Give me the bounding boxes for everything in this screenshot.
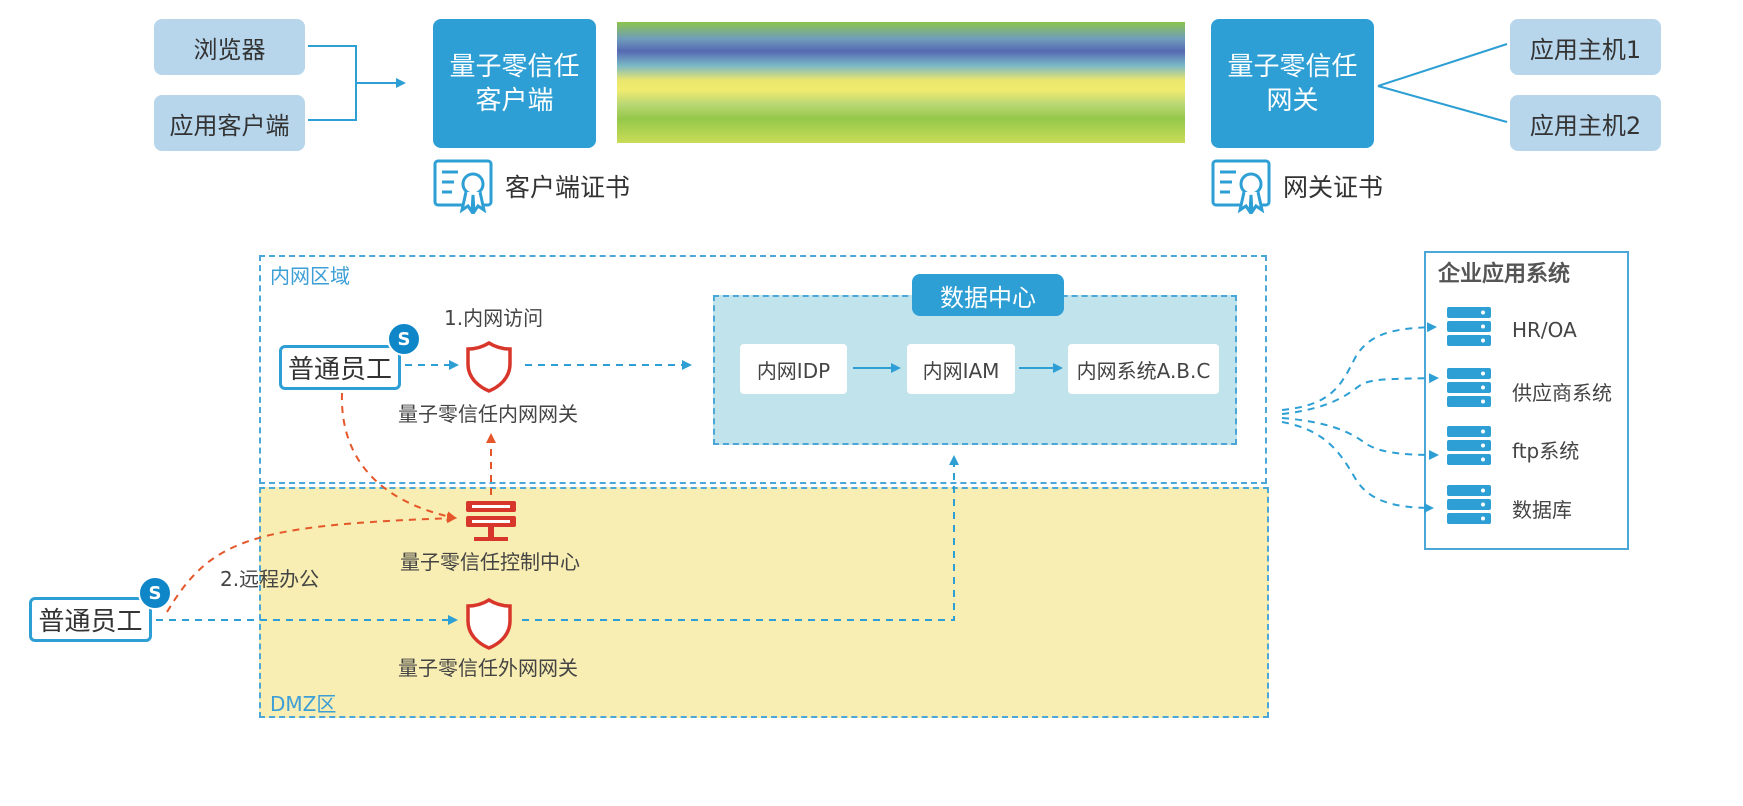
step1-label: 1.内网访问 <box>444 306 544 330</box>
employee-outer-label: 普通员工 <box>38 607 143 637</box>
system-database-label: 数据库 <box>1512 498 1572 522</box>
inner-gateway-label: 量子零信任内网网关 <box>398 402 578 426</box>
datacenter-to-hr-arrow <box>1281 322 1437 411</box>
client-box-line1: 量子零信任 <box>449 51 580 82</box>
outer-gateway-label: 量子零信任外网网关 <box>398 656 578 680</box>
control-center-label: 量子零信任控制中心 <box>400 550 580 574</box>
zero-trust-gateway-box: 量子零信任 网关 <box>1211 19 1374 148</box>
app-host-1-label: 应用主机1 <box>1529 35 1642 64</box>
dmz-zone-label: DMZ区 <box>270 692 337 716</box>
app-host-1-node: 应用主机1 <box>1510 19 1661 75</box>
server-rack-icon <box>1447 426 1491 465</box>
s-badge-letter: S <box>148 582 162 604</box>
s-badge-icon: S <box>387 322 421 356</box>
top-fanout-connector <box>1377 43 1508 123</box>
quantum-channel-band <box>617 22 1185 143</box>
employee-inner-node: 普通员工 <box>279 345 401 390</box>
system-ftp-label: ftp系统 <box>1512 439 1580 463</box>
certificate-icon <box>1211 159 1271 214</box>
shield-icon <box>466 340 512 393</box>
intranet-idp-label: 内网IDP <box>756 358 831 383</box>
step2-label: 2.远程办公 <box>220 567 320 591</box>
intranet-iam-label: 内网IAM <box>922 358 1000 383</box>
intranet-systems-label: 内网系统A.B.C <box>1076 358 1211 383</box>
gateway-box-line1: 量子零信任 <box>1227 51 1358 82</box>
intranet-zone-label: 内网区域 <box>270 264 350 288</box>
app-client-node: 应用客户端 <box>154 95 305 151</box>
shield-icon <box>466 597 512 650</box>
employee-outer-node: 普通员工 <box>29 597 152 642</box>
top-merge-connector <box>308 45 406 121</box>
client-cert-label: 客户端证书 <box>505 173 631 202</box>
s-badge-letter: S <box>397 328 411 350</box>
system-hr-oa-label: HR/OA <box>1512 318 1577 342</box>
zero-trust-client-box: 量子零信任 客户端 <box>433 19 596 148</box>
gateway-box-line2: 网关 <box>1266 85 1319 116</box>
enterprise-systems-title: 企业应用系统 <box>1438 262 1571 287</box>
app-host-2-node: 应用主机2 <box>1510 95 1661 151</box>
datacenter-title: 数据中心 <box>912 274 1064 316</box>
server-rack-icon <box>1447 368 1491 407</box>
system-supplier-label: 供应商系统 <box>1512 381 1612 405</box>
s-badge-icon: S <box>138 576 172 610</box>
intranet-idp-box: 内网IDP <box>740 344 847 394</box>
server-rack-icon <box>1447 485 1491 524</box>
app-client-label: 应用客户端 <box>169 111 290 140</box>
datacenter-to-ftp-arrow <box>1281 417 1439 460</box>
dmz-zone <box>259 487 1269 718</box>
intranet-systems-box: 内网系统A.B.C <box>1068 344 1219 394</box>
app-host-2-label: 应用主机2 <box>1529 111 1642 140</box>
server-rack-icon <box>1447 307 1491 346</box>
datacenter-to-database-arrow <box>1281 421 1434 513</box>
intranet-iam-box: 内网IAM <box>907 344 1015 394</box>
browser-node: 浏览器 <box>154 19 305 75</box>
server-icon <box>466 501 516 541</box>
client-box-line2: 客户端 <box>475 85 554 116</box>
datacenter-to-supplier-arrow <box>1281 373 1439 415</box>
browser-label: 浏览器 <box>193 35 266 64</box>
gateway-cert-label: 网关证书 <box>1283 173 1384 202</box>
certificate-icon <box>433 159 493 214</box>
employee-inner-label: 普通员工 <box>287 355 392 385</box>
